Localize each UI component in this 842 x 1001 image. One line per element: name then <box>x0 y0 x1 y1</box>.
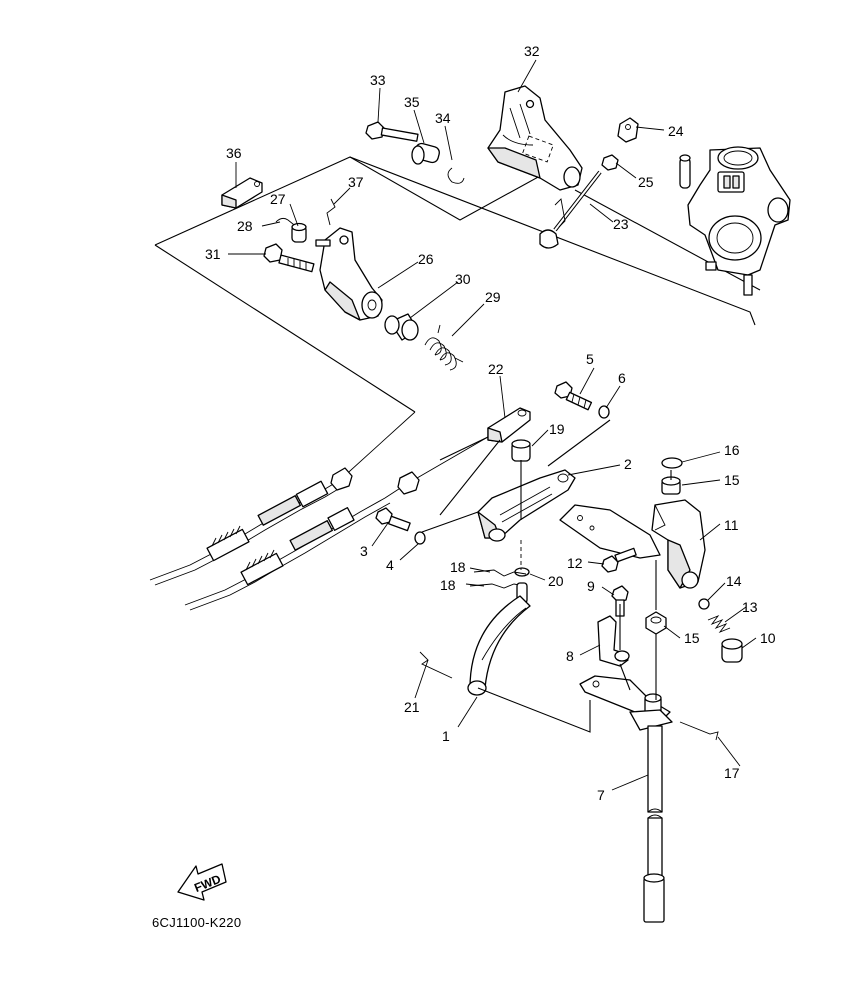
part-10-plug <box>721 638 743 663</box>
callout-9: 9 <box>587 578 595 594</box>
callout-19: 19 <box>549 421 565 437</box>
callout-5: 5 <box>586 351 594 367</box>
part-34-clip <box>447 167 465 184</box>
throttle-body-assembly <box>365 85 791 296</box>
part-26-lever <box>315 227 383 321</box>
part-12-bolt <box>601 547 637 573</box>
callout-22: 22 <box>488 361 504 377</box>
callout-4: 4 <box>386 557 394 573</box>
callout-13: 13 <box>742 599 758 615</box>
callout-2: 2 <box>624 456 632 472</box>
callout-11: 11 <box>724 517 739 533</box>
throttle-cables <box>149 411 501 611</box>
callout-28: 28 <box>237 218 253 234</box>
callout-21: 21 <box>404 699 420 715</box>
cable-end-upper <box>206 467 353 562</box>
part-36-joint <box>221 177 263 209</box>
drawing-code: 6CJ1100-K220 <box>152 915 242 930</box>
callout-7: 7 <box>597 787 605 803</box>
part-25-nut <box>601 154 619 171</box>
callout-34-35-a: 35 <box>404 94 420 110</box>
part-32-bracket <box>487 85 583 191</box>
part-2-lever <box>477 469 576 542</box>
callout-15-lower: 15 <box>684 630 700 646</box>
callout-leaders <box>228 59 757 791</box>
cable-end-lower <box>240 471 420 586</box>
fwd-arrow-icon: FWD <box>177 863 227 901</box>
part-1-arm <box>467 595 531 696</box>
callout-34: 34 <box>435 110 451 126</box>
callout-6: 6 <box>618 370 626 386</box>
callout-37: 37 <box>348 174 364 190</box>
throttle-lever-assembly <box>221 177 464 371</box>
callout-29: 29 <box>485 289 501 305</box>
part-16-washer <box>661 457 683 469</box>
callout-20: 20 <box>548 573 564 589</box>
assembly-frame-lines <box>154 156 761 413</box>
callout-3: 3 <box>360 543 368 559</box>
part-33-bolt <box>365 121 419 142</box>
part-11-bracket <box>651 499 706 589</box>
part-15-bushing-lower <box>645 611 667 635</box>
callout-labels: 1 2 3 4 5 6 7 8 9 10 11 12 13 14 15 15 1… <box>205 43 776 803</box>
callout-31: 31 <box>205 246 221 262</box>
callout-26: 26 <box>418 251 434 267</box>
part-21-pin <box>419 651 453 679</box>
part-8-bracket <box>597 615 630 667</box>
part-15-bushing-upper <box>661 476 681 495</box>
part-22-joint <box>487 407 531 443</box>
callout-32: 32 <box>524 43 540 59</box>
part-6-washer <box>598 405 610 419</box>
part-19-collar <box>511 439 531 462</box>
callout-36: 36 <box>226 145 242 161</box>
callout-1: 1 <box>442 728 450 744</box>
part-4-washer <box>414 531 426 545</box>
shift-shaft-assembly <box>559 457 743 923</box>
part-17-pin <box>679 721 719 741</box>
callout-15-upper: 15 <box>724 472 740 488</box>
callout-30: 30 <box>455 271 471 287</box>
part-29-spring <box>424 324 464 371</box>
part-35-collar <box>411 142 440 165</box>
shift-link-assembly <box>375 381 611 733</box>
part-5-bolt <box>554 381 593 411</box>
callout-18-upper: 18 <box>450 559 466 575</box>
shift-lever-lower <box>579 675 673 731</box>
callout-17: 17 <box>724 765 740 781</box>
throttle-body <box>679 146 791 296</box>
callout-10: 10 <box>760 630 776 646</box>
part-3-bolt <box>375 507 411 532</box>
part-27-bushing <box>291 222 307 243</box>
part-24-joint <box>617 117 639 143</box>
part-7-shaft <box>643 725 665 923</box>
callout-25: 25 <box>638 174 654 190</box>
part-14-ball <box>698 598 710 610</box>
part-37-clip <box>326 198 336 226</box>
callout-24: 24 <box>668 123 684 139</box>
callout-27: 27 <box>270 191 286 207</box>
part-28-pin <box>275 217 299 229</box>
callout-16: 16 <box>724 442 740 458</box>
part-13-spring <box>707 614 731 634</box>
callout-8: 8 <box>566 648 574 664</box>
callout-33: 33 <box>370 72 386 88</box>
part-20-washer <box>514 567 530 577</box>
callout-18-lower: 18 <box>440 577 456 593</box>
callout-12: 12 <box>567 555 583 571</box>
part-31-bolt <box>263 243 315 273</box>
part-23-rod <box>539 170 602 249</box>
part-30-collar <box>384 313 419 341</box>
shift-plate <box>559 504 661 559</box>
callout-14: 14 <box>726 573 742 589</box>
callout-23: 23 <box>613 216 629 232</box>
